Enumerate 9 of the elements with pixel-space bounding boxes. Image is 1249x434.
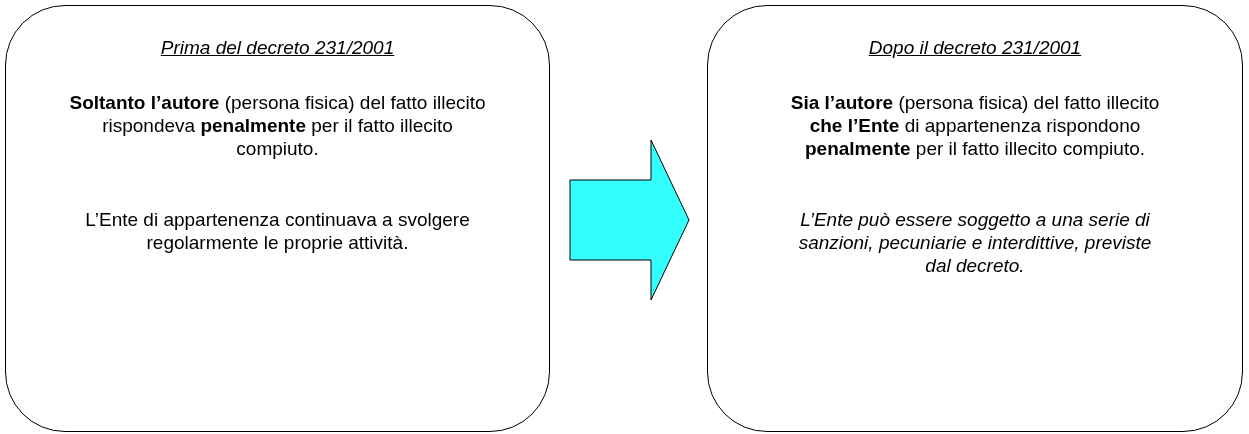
box-paragraph: L’Ente di appartenenza continuava a svolgere regolarmente le proprie attività. [84, 208, 471, 254]
rounded-box [707, 5, 1243, 432]
box-heading: Dopo il decreto 231/2001 [868, 36, 1082, 59]
box-paragraph: Sia l’autore (persona fisica) del fatto illecito che l’Ente di appartenenza rispondono penalmente per il fatto illecito compiuto. [789, 91, 1161, 160]
rounded-box [5, 5, 550, 432]
box-heading: Prima del decreto 231/2001 [160, 36, 395, 59]
box-paragraph: L’Ente può essere soggetto a una serie di sanzioni, pecuniarie e interdittive, previste dal decreto. [797, 208, 1153, 277]
block-arrow [569, 139, 690, 301]
box-paragraph: Soltanto l’autore (persona fisica) del fatto illecito rispondeva penalmente per il fatto illecito compiuto. [68, 91, 487, 160]
